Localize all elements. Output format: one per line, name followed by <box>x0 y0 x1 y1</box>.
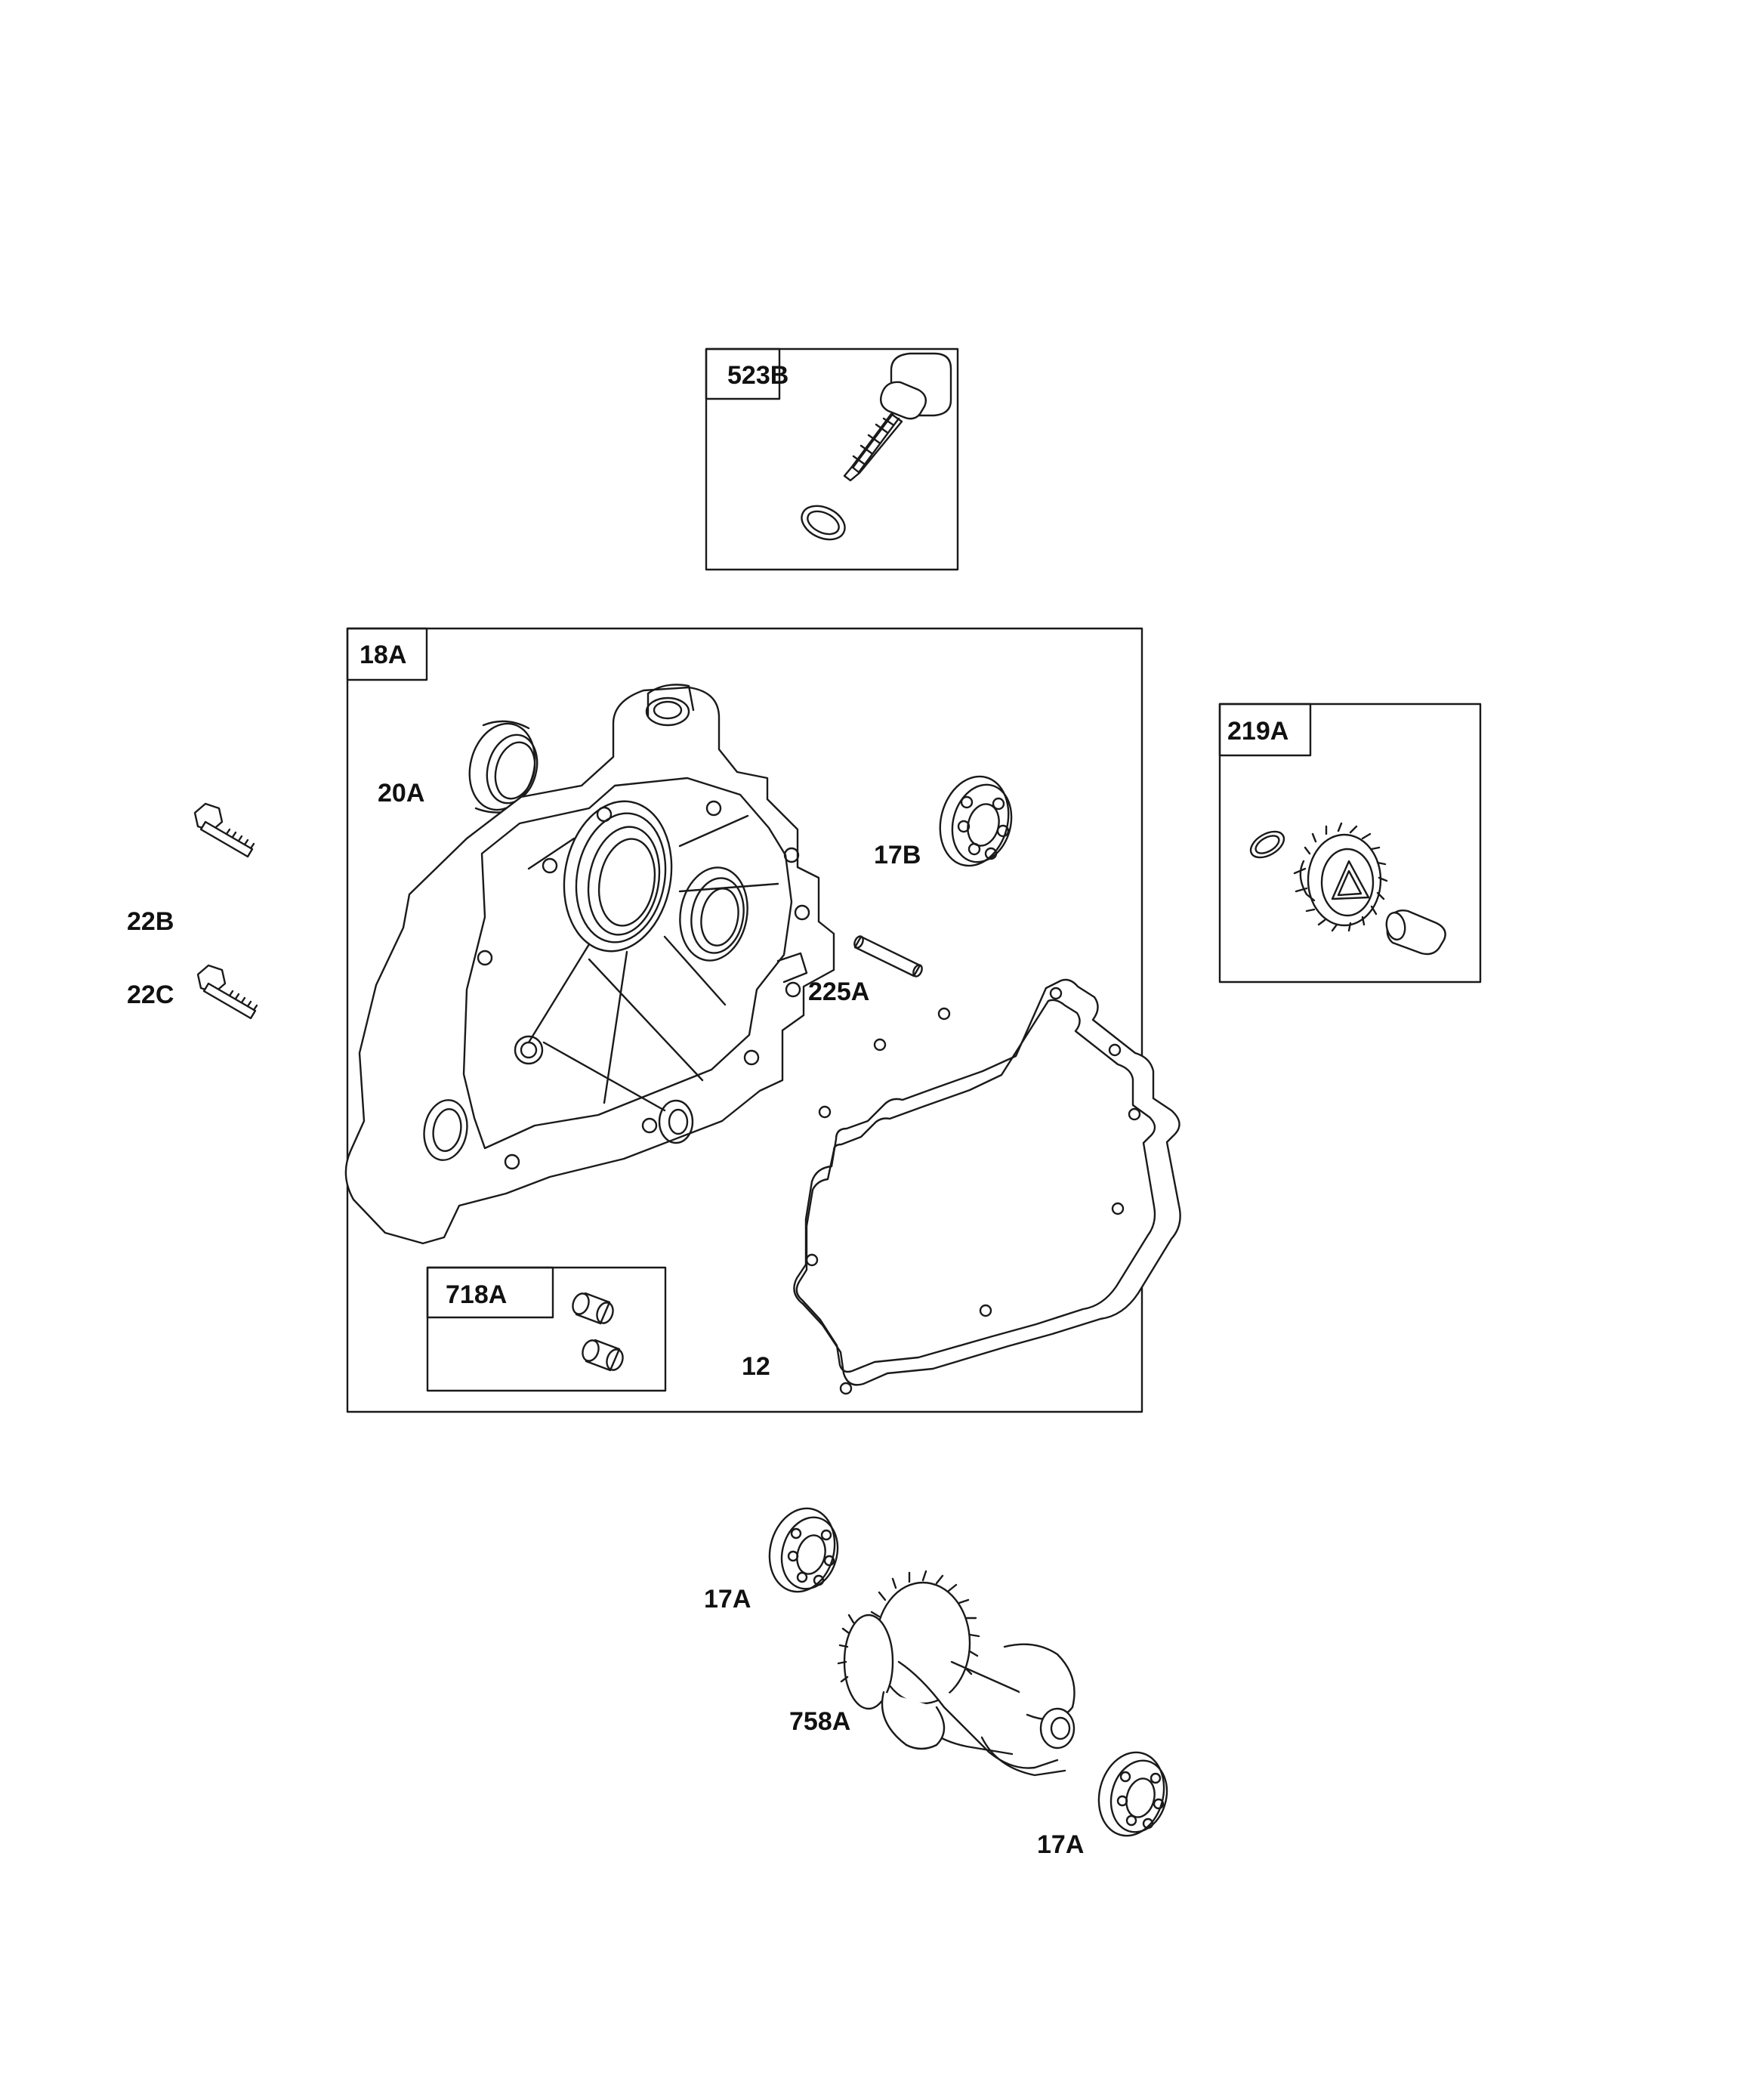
governor-gear-icon <box>1293 822 1388 932</box>
part-label-758A: 758A <box>789 1707 851 1736</box>
dowel-icon <box>572 1292 624 1372</box>
part-label-225A: 225A <box>808 977 870 1006</box>
dipstick-icon <box>843 352 952 482</box>
bolt-icon <box>193 802 255 858</box>
dowel-pin-icon <box>853 935 923 977</box>
ball-bearing-icon <box>1097 1751 1168 1837</box>
part-label-17A-top: 17A <box>704 1585 751 1614</box>
camshaft-icon <box>837 1570 1076 1777</box>
governor-cup-icon <box>1385 909 1446 956</box>
part-label-17B: 17B <box>874 841 921 869</box>
group-label-523B: 523B <box>727 361 789 390</box>
bolt-icon <box>196 964 258 1020</box>
gasket-icon <box>793 978 1181 1395</box>
group-box-523B <box>705 347 959 571</box>
ball-bearing-icon <box>939 775 1013 867</box>
part-label-17A-bottom: 17A <box>1037 1830 1085 1859</box>
part-label-12: 12 <box>742 1352 770 1381</box>
group-box-18A <box>346 627 1143 1413</box>
group-label-18A: 18A <box>360 641 407 669</box>
group-label-219A: 219A <box>1227 717 1289 746</box>
group-box-718A <box>426 1266 667 1392</box>
ball-bearing-icon <box>768 1507 839 1593</box>
group-label-718A: 718A <box>446 1280 508 1309</box>
crankcase-cover-icon <box>344 684 835 1245</box>
oring-icon <box>1249 830 1285 859</box>
oring-icon <box>801 505 846 541</box>
group-box-219A <box>1218 703 1482 984</box>
part-label-22B: 22B <box>127 907 174 936</box>
part-label-22C: 22C <box>127 981 174 1009</box>
part-label-20A: 20A <box>378 779 425 808</box>
